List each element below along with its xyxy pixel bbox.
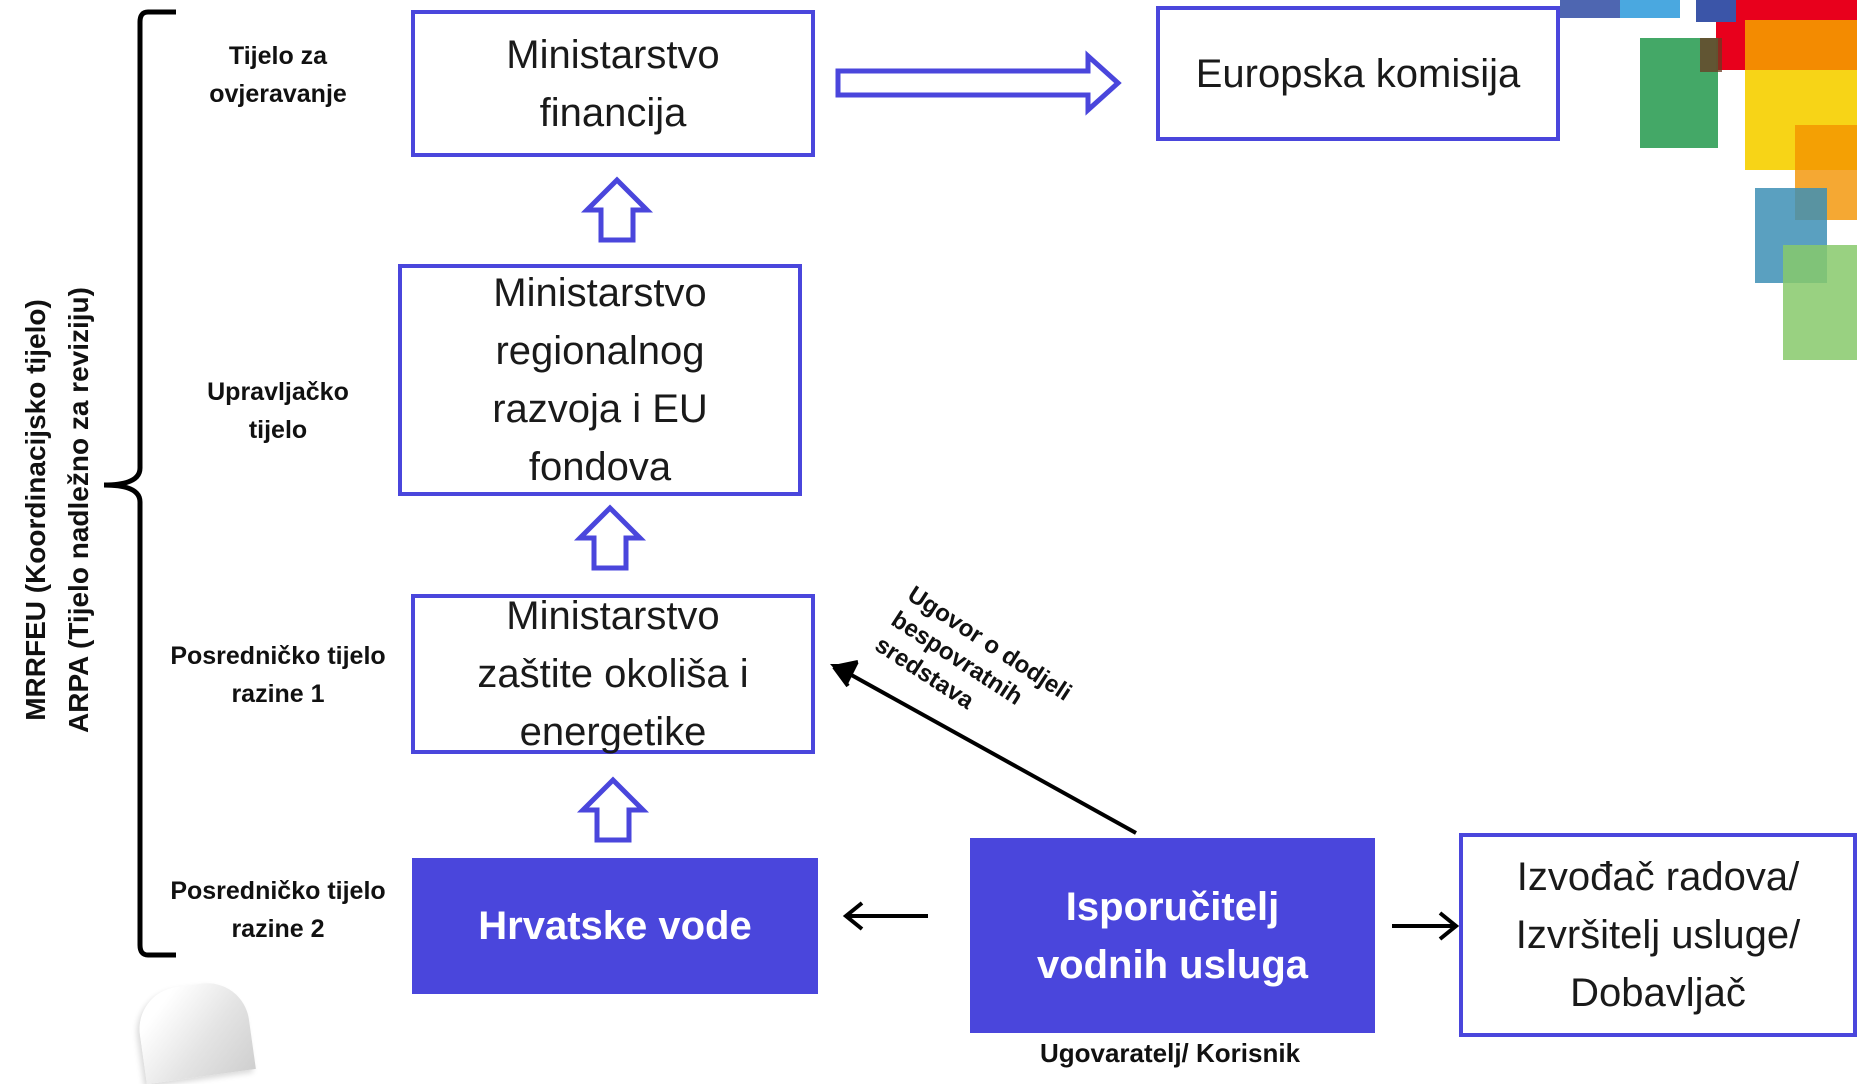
grant-arrow xyxy=(845,670,1137,835)
box-european-commission: Europska komisija xyxy=(1156,6,1560,141)
box-ministry-regional: Ministarstvo regionalnog razvoja i EU fo… xyxy=(398,264,802,496)
box-ministry-environment: Ministarstvo zaštite okoliša i energetik… xyxy=(411,594,815,754)
box-croatian-waters: Hrvatske vode xyxy=(412,858,818,994)
level-intermediate-2: Posredničko tijelo razine 2 xyxy=(170,877,386,943)
level-intermediate-1: Posredničko tijelo razine 1 xyxy=(170,642,386,708)
arrow-to-commission xyxy=(835,50,1122,116)
level-managing: Upravljačko tijelo xyxy=(207,378,349,444)
box-contractor: Izvođač radova/ Izvršitelj usluge/ Dobav… xyxy=(1459,833,1857,1037)
curly-brace xyxy=(103,9,176,958)
box-water-supplier: Isporučitelj vodnih usluga xyxy=(970,838,1375,1033)
up-arrow-3 xyxy=(576,776,650,843)
beneficiary-label: Ugovaratelj/ Korisnik xyxy=(1039,1038,1301,1068)
box-ministry-finance: Ministarstvo financija xyxy=(411,10,815,157)
up-arrow-2 xyxy=(573,504,647,571)
up-arrow-1 xyxy=(580,176,654,243)
level-certifying: Tijelo za ovjeravanje xyxy=(209,42,347,108)
